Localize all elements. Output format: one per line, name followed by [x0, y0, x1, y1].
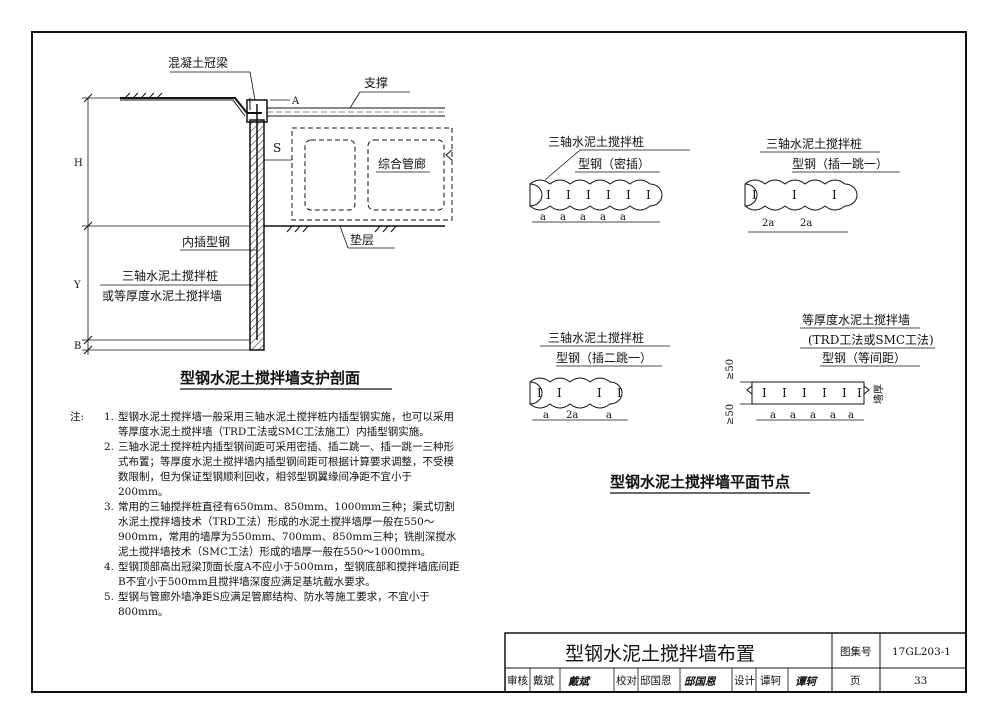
svg-text:2a: 2a	[566, 410, 578, 421]
node4-label-2: (TRD工法或SMC工法)	[808, 333, 934, 347]
svg-text:a: a	[620, 212, 626, 223]
title-block: 型钢水泥土搅拌墙布置 图集号 17GL203-1 审核 戴斌 戴斌 校对 邸国恩…	[504, 632, 967, 693]
svg-text:a: a	[580, 212, 586, 223]
notes-prefix: 注:	[70, 411, 85, 423]
note-item: 注: 1. 型钢水泥土搅拌墙一般采用三轴水泥土搅拌桩内插型钢实施，也可以采用等厚…	[70, 411, 454, 438]
svg-text:2a: 2a	[800, 218, 812, 229]
note-item: 2. 三轴水泥土搅拌桩内插型钢间距可采用密插、插二跳一、插一跳一三种形式布置；等…	[104, 441, 454, 498]
drawing-frame	[31, 31, 967, 693]
review-label: 审核	[507, 674, 528, 687]
svg-text:2a: 2a	[762, 218, 774, 229]
support-section-drawing: 混凝土冠梁 支撑 A S 综合管廊 内插型钢 垫层 三轴水泥土搅拌桩 或等厚度水…	[73, 55, 453, 390]
wall-thickness-label: 墙厚	[872, 384, 885, 404]
svg-text:I: I	[752, 188, 757, 202]
svg-text:I: I	[586, 188, 591, 202]
svg-text:a: a	[770, 410, 776, 421]
or-wall-label: 或等厚度水泥土搅拌墙	[102, 288, 222, 303]
dim-A-label: A	[291, 96, 300, 107]
node1-label-1: 三轴水泥土搅拌桩	[548, 134, 644, 149]
svg-text:I: I	[646, 188, 651, 202]
svg-text:a: a	[540, 212, 546, 223]
node4-label-1: 等厚度水泥土搅拌墙	[802, 312, 910, 327]
node2-label-1: 三轴水泥土搅拌桩	[766, 136, 862, 151]
checker-name: 邸国恩	[640, 674, 672, 687]
svg-text:a: a	[830, 410, 836, 421]
atlas-no: 17GL203-1	[892, 646, 951, 658]
brace-label: 支撑	[364, 75, 388, 90]
svg-text:I: I	[782, 386, 787, 400]
svg-text:I: I	[842, 386, 847, 400]
dim-Y-label: Y	[73, 280, 81, 291]
svg-text:I: I	[537, 386, 542, 400]
svg-text:I: I	[857, 386, 862, 400]
svg-text:a: a	[600, 212, 606, 223]
svg-text:I: I	[762, 386, 767, 400]
note-item: 5. 型钢与管廊外墙净距S应满足管廊结构、防水等施工要求，不宜小于800mm。	[104, 591, 430, 618]
inserted-steel-label: 内插型钢	[182, 235, 230, 249]
crown-beam-label: 混凝土冠梁	[168, 55, 228, 70]
designer-name: 谭轲	[760, 674, 781, 687]
dim-B-label: B	[74, 341, 81, 352]
svg-text:I: I	[832, 188, 837, 202]
svg-text:I: I	[792, 188, 797, 202]
note-item: 3. 常用的三轴搅拌桩直径有650mm、850mm、1000mm三种；渠式切割水…	[104, 501, 457, 558]
utility-tunnel-outline	[291, 127, 453, 221]
node-insert-one-skip-one: I I I 2a 2a 三轴水泥土搅拌桩 型钢（插一跳一）	[744, 136, 900, 233]
page-label: 页	[850, 675, 861, 687]
svg-text:a: a	[606, 410, 612, 421]
node-insert-two-skip-one: I I I I a 2a a 三轴水泥土搅拌桩 型钢（插二跳一）	[529, 330, 670, 421]
designer-signature: 谭轲	[795, 675, 818, 688]
notes-block: 注: 1. 型钢水泥土搅拌墙一般采用三轴水泥土搅拌桩内插型钢实施，也可以采用等厚…	[70, 410, 460, 620]
svg-text:I: I	[802, 386, 807, 400]
dim-50-bottom: ≥50	[725, 404, 736, 425]
svg-text:a: a	[790, 410, 796, 421]
page-number: 33	[914, 675, 927, 687]
node-dense-insert: I I I I I I a a a a a 三轴水泥土搅拌桩 型钢（密插）	[529, 134, 690, 223]
note-item: 4. 型钢顶部高出冠梁顶面长度A不应小于500mm，型钢底部和搅拌墙底间距B不宜…	[104, 561, 460, 588]
svg-text:a: a	[543, 410, 549, 421]
check-label: 校对	[616, 674, 637, 687]
dim-50-top: ≥50	[725, 359, 736, 380]
svg-text:I: I	[617, 386, 622, 400]
section-title: 型钢水泥土搅拌墙支护剖面	[180, 369, 360, 387]
node3-label-1: 三轴水泥土搅拌桩	[548, 330, 644, 345]
svg-text:I: I	[557, 386, 562, 400]
svg-text:I: I	[597, 386, 602, 400]
dim-H-label: H	[74, 158, 83, 169]
drawing-title: 型钢水泥土搅拌墙布置	[565, 643, 755, 665]
node3-label-2: 型钢（插二跳一）	[556, 351, 652, 365]
svg-text:I: I	[606, 188, 611, 202]
checker-signature: 邸国恩	[684, 676, 717, 688]
node2-label-2: 型钢（插一跳一）	[792, 157, 888, 171]
cushion-label: 垫层	[350, 232, 374, 247]
mixing-pile-label: 三轴水泥土搅拌桩	[122, 268, 218, 283]
svg-text:a: a	[560, 212, 566, 223]
svg-text:I: I	[822, 386, 827, 400]
design-label: 设计	[734, 674, 755, 687]
reviewer-signature: 戴斌	[568, 675, 591, 688]
svg-text:I: I	[546, 188, 551, 202]
dim-S-label: S	[273, 141, 281, 155]
node1-label-2: 型钢（密插）	[578, 156, 650, 171]
utility-tunnel-label: 综合管廊	[378, 156, 426, 171]
node4-label-3: 型钢（等间距）	[822, 351, 906, 365]
atlas-no-label: 图集号	[840, 645, 872, 658]
svg-text:I: I	[566, 188, 571, 202]
reviewer-name: 戴斌	[533, 674, 554, 687]
plan-title: 型钢水泥土搅拌墙平面节点	[610, 473, 790, 491]
svg-text:a: a	[848, 410, 854, 421]
svg-text:I: I	[626, 188, 631, 202]
svg-text:a: a	[810, 410, 816, 421]
